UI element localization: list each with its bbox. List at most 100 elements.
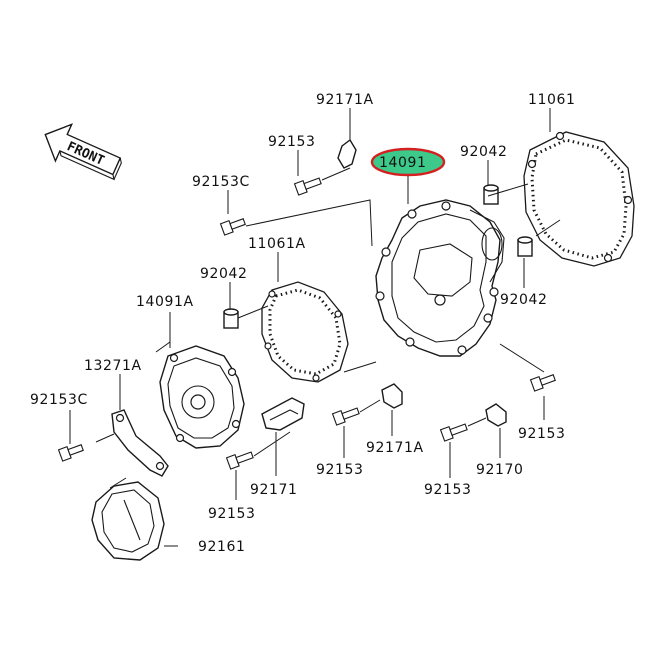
bolt-shank bbox=[341, 407, 360, 420]
gasket-11061A bbox=[261, 281, 349, 383]
cover-center-hole bbox=[434, 294, 446, 306]
gasket-11061-outline bbox=[523, 131, 635, 267]
bracket-13271A-body bbox=[111, 409, 169, 477]
callout-92153-right: 92153 bbox=[518, 426, 566, 442]
dowel-pin-92042-left bbox=[223, 308, 239, 329]
clamp-92171A-top bbox=[337, 138, 357, 169]
bracket-13271A bbox=[111, 409, 169, 477]
gasket-11061A-hole-3 bbox=[312, 374, 320, 382]
callout-14091A: 14091A bbox=[136, 294, 194, 310]
assembly-line-pin-right bbox=[535, 219, 561, 237]
cover-bolt-hole-6 bbox=[457, 345, 467, 355]
assembly-line-clamp bbox=[253, 431, 291, 457]
cover-14091A-center-boss bbox=[181, 385, 215, 419]
callout-92042-top: 92042 bbox=[460, 144, 508, 160]
callout-92171: 92171 bbox=[250, 482, 298, 498]
gasket-11061 bbox=[523, 131, 635, 267]
assembly-line-clamp-top bbox=[321, 167, 351, 181]
cover-bolt-hole-4 bbox=[375, 291, 385, 301]
gasket-11061A-hole-1 bbox=[268, 290, 276, 298]
guard-92161-ridge bbox=[123, 499, 141, 541]
dowel-pin-92042-top bbox=[483, 184, 499, 205]
dowel-pin-92042-right bbox=[517, 236, 533, 257]
cover-14091A-rim bbox=[167, 357, 235, 439]
bolt-shank bbox=[229, 218, 246, 230]
callout-92170: 92170 bbox=[476, 462, 524, 478]
assembly-line-bolt-top bbox=[245, 199, 373, 247]
clamp-92171A-top-body bbox=[337, 138, 357, 169]
clamp-92171-fold bbox=[269, 409, 299, 421]
cover-bolt-hole-1 bbox=[407, 209, 417, 219]
gasket-11061-hole-2 bbox=[623, 195, 633, 205]
bolt-92153-bottom-right bbox=[439, 423, 468, 442]
callout-92153C-left: 92153C bbox=[30, 392, 88, 408]
highlight-ring bbox=[370, 147, 446, 177]
callout-92153-mid: 92153 bbox=[316, 462, 364, 478]
front-arrow-shadow bbox=[59, 150, 122, 181]
bolt-shank bbox=[539, 374, 556, 386]
cover-bolt-hole-3 bbox=[381, 247, 391, 257]
bolt-92153-mid bbox=[331, 407, 360, 426]
front-arrow-shape bbox=[44, 123, 122, 176]
bolt-92153-top bbox=[293, 177, 322, 196]
guard-92161-body bbox=[91, 481, 165, 561]
clamp-92170-body bbox=[485, 403, 507, 427]
guard-92161-inner bbox=[101, 489, 155, 553]
cover-14091A-hole-1 bbox=[169, 353, 179, 363]
assembly-line-guard bbox=[109, 477, 127, 489]
cover-14091A-hole-3 bbox=[231, 419, 241, 429]
callout-92153-bottom-left: 92153 bbox=[208, 506, 256, 522]
gasket-11061-hole-4 bbox=[527, 159, 537, 169]
cover-14091A-center-hole bbox=[190, 394, 206, 410]
bolt-shank bbox=[67, 444, 84, 456]
callout-13271A: 13271A bbox=[84, 358, 142, 374]
callout-92042-left: 92042 bbox=[200, 266, 248, 282]
cover-inner-pocket bbox=[413, 243, 473, 297]
assembly-line-pin-left bbox=[237, 305, 269, 319]
bracket-13271A-hole-2 bbox=[155, 461, 165, 471]
assembly-line-bolt-bottom bbox=[467, 417, 487, 427]
gasket-11061-hole-3 bbox=[603, 253, 613, 263]
cover-boss-outline bbox=[469, 209, 505, 283]
dowel-pin-end bbox=[483, 184, 499, 192]
cover-14091A bbox=[159, 345, 245, 449]
bolt-92153-right bbox=[529, 374, 556, 392]
gasket-11061-hole-1 bbox=[555, 131, 565, 141]
assembly-line-bolt-mid bbox=[359, 399, 381, 413]
gasket-11061A-hole-2 bbox=[334, 310, 342, 318]
callout-14091-highlighted: 14091 bbox=[379, 155, 427, 171]
cover-boss-round bbox=[481, 227, 503, 261]
clamp-92171 bbox=[261, 397, 305, 431]
callout-92171A-mid: 92171A bbox=[366, 440, 424, 456]
cover-inner-rim bbox=[391, 213, 487, 343]
leader-lines bbox=[69, 108, 561, 547]
callout-92153-top: 92153 bbox=[268, 134, 316, 150]
callout-92171A-top: 92171A bbox=[316, 92, 374, 108]
generator-cover-14091 bbox=[375, 199, 505, 357]
bolt-shank bbox=[303, 177, 322, 190]
clamp-92171A-mid bbox=[381, 383, 403, 409]
gasket-11061A-outline bbox=[261, 281, 349, 383]
assembly-line-cover-left bbox=[155, 341, 171, 353]
callout-11061: 11061 bbox=[528, 92, 576, 108]
assembly-line-bolt-left bbox=[95, 433, 115, 443]
cover-bolt-hole-8 bbox=[489, 287, 499, 297]
assembly-line-bolt-right bbox=[499, 343, 545, 373]
callout-92153-bottom-right: 92153 bbox=[424, 482, 472, 498]
assembly-line-pin-top bbox=[487, 183, 529, 197]
dowel-pin-end bbox=[517, 236, 533, 244]
bolt-shank bbox=[235, 451, 254, 464]
cover-14091A-hole-4 bbox=[175, 433, 185, 443]
gasket-11061-seal bbox=[530, 138, 628, 260]
assembly-line-gasket-mid bbox=[343, 361, 377, 373]
front-direction-arrow: FRONT bbox=[44, 123, 122, 181]
clamp-92170 bbox=[485, 403, 507, 427]
callout-11061A: 11061A bbox=[248, 236, 306, 252]
bracket-13271A-hole-1 bbox=[115, 413, 125, 423]
bolt-shank bbox=[449, 423, 468, 436]
cover-bolt-hole-7 bbox=[483, 313, 493, 323]
gasket-11061A-hole-4 bbox=[264, 342, 272, 350]
cover-14091A-hole-2 bbox=[227, 367, 237, 377]
